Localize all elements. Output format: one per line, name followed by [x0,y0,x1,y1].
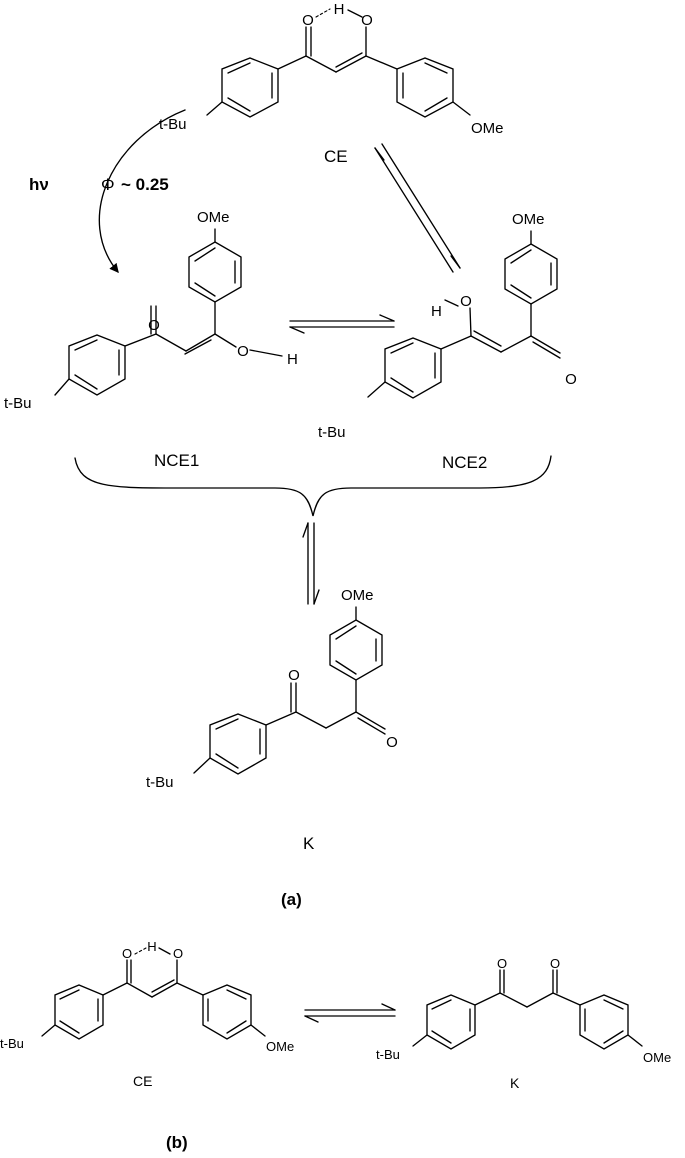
k-o2: O [386,734,398,751]
ce-b-ome: OMe [266,1039,294,1054]
ce-right-ring [396,57,454,118]
ce-b-molecule: O H O t-Bu OMe CE [0,939,294,1089]
ce-b-tbu: t-Bu [0,1036,24,1051]
k-molecule: OMe O O t-Bu K [146,587,398,853]
ce-left-ring [221,57,279,118]
ce-molecule: O H O t-Bu OMe CE [159,1,504,166]
equilibrium-b [304,1003,396,1023]
nce2-molecule: OMe H O O t-Bu NCE2 [318,211,577,472]
ce-tbu: t-Bu [159,116,187,133]
k-tbu: t-Bu [146,774,174,791]
nce-grouping-brace [74,455,552,517]
k-ome: OMe [341,587,374,604]
nce1-ome: OMe [197,209,230,226]
caption-b: (b) [166,1133,188,1152]
ce-name: CE [324,147,348,166]
equilibrium-nce-k [302,522,320,605]
k-b-name: K [510,1075,520,1091]
nce1-name: NCE1 [154,451,199,470]
k-b-o1: O [497,956,507,971]
ce-b-o1: O [122,946,132,961]
nce2-o: O [565,371,577,388]
k-b-tbu: t-Bu [376,1047,400,1062]
nce1-o: O [148,317,160,334]
equilibrium-ce-nce2 [374,143,461,273]
nce2-name: NCE2 [442,453,487,472]
photo-arrow [98,109,186,272]
nce2-oh: O [460,293,472,310]
nce2-ome: OMe [512,211,545,228]
ce-b-name: CE [133,1073,152,1089]
nce1-h: H [287,351,298,368]
nce2-h: H [431,303,442,320]
nce1-oh: O [237,343,249,360]
equilibrium-nce1-nce2 [289,314,395,334]
ce-b-h: H [147,939,156,954]
ce-o2: O [361,12,373,29]
caption-a: (a) [281,890,302,909]
k-b-o2: O [550,956,560,971]
nce2-tbu: t-Bu [318,424,346,441]
k-o1: O [288,667,300,684]
ce-h: H [334,1,345,18]
ce-b-o2: O [173,946,183,961]
quantum-yield-symbol: Φ [101,175,115,194]
k-name: K [303,834,315,853]
irradiation-label: hν [29,175,49,194]
ce-o1: O [302,12,314,29]
k-b-molecule: O O t-Bu OMe K [376,956,671,1091]
nce1-molecule: OMe O O H t-Bu NCE1 [4,209,298,470]
ce-ome: OMe [471,120,504,137]
nce1-tbu: t-Bu [4,395,32,412]
ce-tbu-bond [206,101,223,116]
quantum-yield-value: ~ 0.25 [121,175,169,194]
k-b-ome: OMe [643,1050,671,1065]
